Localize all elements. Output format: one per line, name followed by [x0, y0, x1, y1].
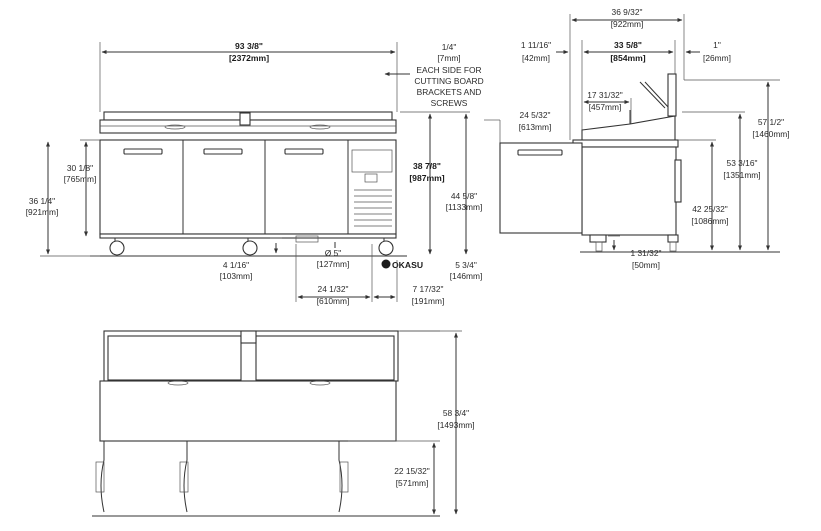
lid-clearance-mm: [613mm] — [519, 122, 552, 132]
door-depth-mm: [457mm] — [589, 102, 622, 112]
front-offset: 1" — [713, 40, 721, 50]
rail-height: 38 7/8" — [413, 161, 441, 171]
caster-height-mm: [103mm] — [220, 271, 253, 281]
cutting-board-note-2: CUTTING BOARD — [414, 76, 483, 86]
total-height-mm: [1133mm] — [446, 202, 483, 212]
cord-diameter: Ø 5" — [325, 248, 341, 258]
lid-clearance: 24 5/32" — [520, 110, 551, 120]
height-top-mm: [1351mm] — [723, 170, 760, 180]
cutting-board-note-4: SCREWS — [431, 98, 468, 108]
front-offset-mm: [26mm] — [703, 53, 731, 63]
brand-logo-text: OKASU — [392, 260, 423, 270]
cabinet-height-mm: [765mm] — [64, 174, 97, 184]
grille-offset: 7 17/32" — [413, 284, 444, 294]
grille-width: 24 1/32" — [318, 284, 349, 294]
grille-width-mm: [610mm] — [317, 296, 350, 306]
caster-offset: 5 3/4" — [455, 260, 477, 270]
side-total-depth-mm: [922mm] — [611, 19, 644, 29]
caster-icon — [109, 238, 125, 256]
front-view: 93 3/8" [2372mm] 1/4" [7mm] EACH SIDE FO… — [26, 41, 484, 306]
leg-height-mm: [50mm] — [632, 260, 660, 270]
caster-icon — [378, 238, 394, 256]
height-lid-open: 57 1/2" — [758, 117, 784, 127]
cutting-board-note-3: BRACKETS AND — [417, 87, 482, 97]
grille-offset-mm: [191mm] — [412, 296, 445, 306]
side-body-depth-mm: [854mm] — [610, 53, 645, 63]
side-view: 36 9/32" [922mm] 1 11/16" [42mm] 33 5/8"… — [484, 7, 790, 270]
work-height: 42 25/32" — [692, 204, 728, 214]
cord-diameter-mm: [127mm] — [317, 259, 350, 269]
side-body-depth: 33 5/8" — [614, 40, 642, 50]
cutting-board-dim-mm: [7mm] — [437, 53, 460, 63]
doors-open-height: 58 3/4" — [443, 408, 469, 418]
work-height-mm: [1086mm] — [691, 216, 728, 226]
cutting-board-note-1: EACH SIDE FOR — [416, 65, 481, 75]
bottom-view: 58 3/4" [1493mm] 22 15/32" [571mm] — [92, 330, 475, 517]
door-swing: 22 15/32" — [394, 466, 430, 476]
caster-height: 4 1/16" — [223, 260, 249, 270]
brand-logo: OKASU — [381, 259, 423, 270]
cabinet-height: 30 1/8" — [67, 163, 93, 173]
side-total-depth: 36 9/32" — [612, 7, 643, 17]
back-offset: 1 11/16" — [521, 40, 551, 50]
caster-offset-mm: [146mm] — [450, 271, 483, 281]
overall-to-floor-mm: [921mm] — [26, 207, 59, 217]
doors-open-height-mm: [1493mm] — [437, 420, 474, 430]
height-top: 53 3/16" — [727, 158, 758, 168]
total-height: 44 5/8" — [451, 191, 477, 201]
front-overall-width-mm: [2372mm] — [229, 53, 269, 63]
rail-height-mm: [987mm] — [409, 173, 444, 183]
cutting-board-dim: 1/4" — [442, 42, 457, 52]
overall-to-floor: 36 1/4" — [29, 196, 55, 206]
leg-height: 1 31/32" — [631, 248, 662, 258]
back-offset-mm: [42mm] — [522, 53, 550, 63]
height-lid-open-mm: [1460mm] — [752, 129, 789, 139]
front-overall-width: 93 3/8" — [235, 41, 263, 51]
door-swing-mm: [571mm] — [396, 478, 429, 488]
door-depth: 17 31/32" — [587, 90, 623, 100]
caster-icon — [242, 238, 258, 256]
